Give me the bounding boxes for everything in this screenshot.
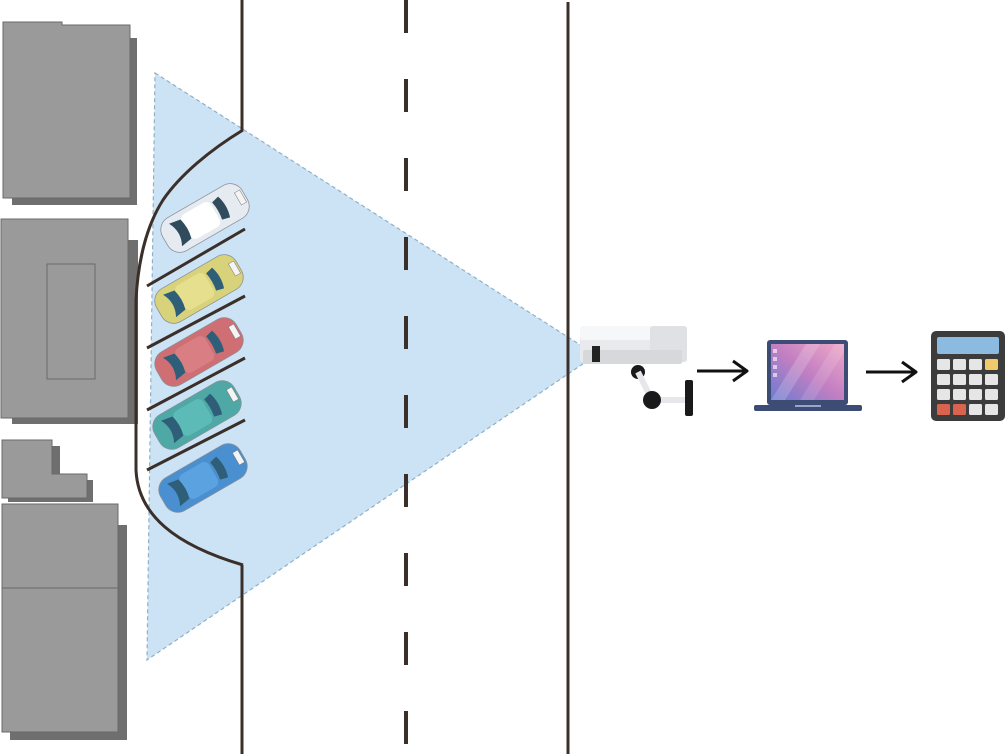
parked-cars: [152, 183, 250, 513]
buildings: [0, 21, 138, 740]
arrow-camera-to-laptop: [697, 359, 749, 383]
arrow-laptop-to-calculator: [866, 360, 918, 384]
blue-car: [158, 443, 248, 513]
laptop-icon: [754, 340, 862, 411]
camera-field-of-view: [146, 71, 598, 662]
white-car: [160, 183, 250, 253]
red-car: [154, 317, 244, 387]
road: [240, 0, 570, 754]
yellow-car: [154, 254, 244, 324]
teal-car: [152, 380, 242, 450]
building-5: [1, 587, 119, 733]
calculator-icon: [931, 331, 1005, 421]
building-3: [1, 439, 93, 502]
cctv-camera-icon: [580, 326, 693, 416]
building-2: [0, 218, 138, 424]
parking-bay-outline: [134, 128, 244, 567]
parking-space-dividers: [146, 227, 246, 472]
building-1: [2, 21, 137, 205]
